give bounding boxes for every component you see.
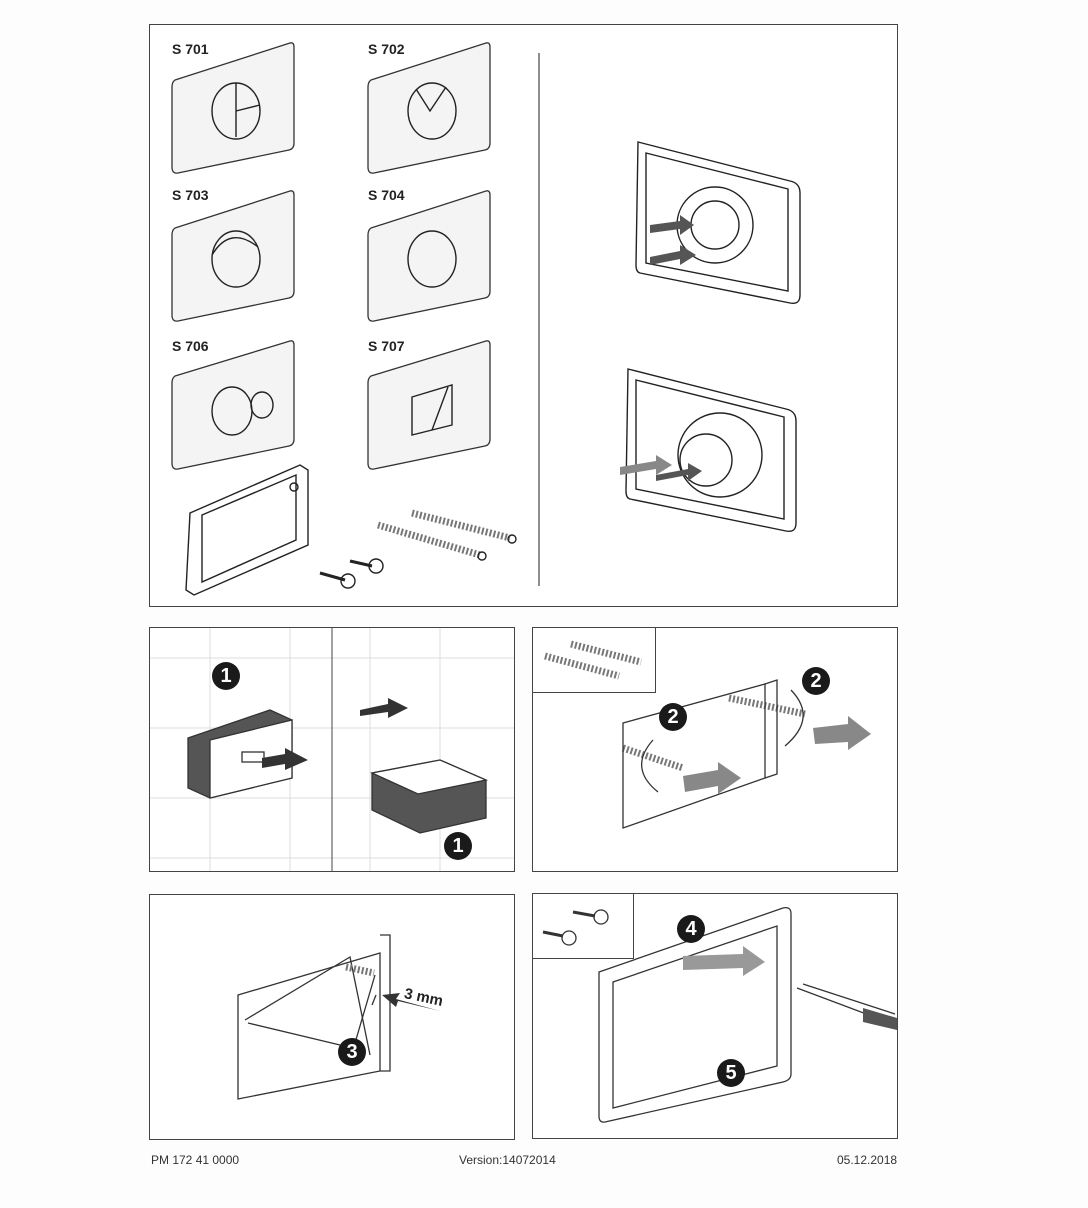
models-panel: S 701 S 702 S 703 S 704 S 706 S 707 bbox=[149, 24, 898, 607]
step2-panel: 2 2 bbox=[532, 627, 898, 872]
step4-5-illustration bbox=[542, 906, 897, 1123]
plates-illustration bbox=[171, 42, 801, 596]
step3-panel: 3 mm 3 bbox=[149, 894, 515, 1140]
step-badge-1: 1 bbox=[212, 662, 240, 690]
model-label-s702: S 702 bbox=[368, 41, 405, 57]
screws-inset bbox=[532, 893, 634, 959]
step3-illustration bbox=[237, 934, 440, 1100]
step-badge-2: 2 bbox=[659, 703, 687, 731]
model-label-s701: S 701 bbox=[172, 41, 209, 57]
document-version: Version:14072014 bbox=[459, 1153, 556, 1167]
model-label-s707: S 707 bbox=[368, 338, 405, 354]
step-badge-4: 4 bbox=[677, 915, 705, 943]
document-date: 05.12.2018 bbox=[837, 1153, 898, 1167]
step1-illustration bbox=[150, 628, 514, 871]
document-code: PM 172 41 0000 bbox=[151, 1153, 240, 1167]
step-badge-3: 3 bbox=[338, 1038, 366, 1066]
model-label-s706: S 706 bbox=[172, 338, 209, 354]
step1-panel: 1 1 bbox=[149, 627, 515, 872]
step-badge-1: 1 bbox=[444, 832, 472, 860]
step4-5-panel: 4 5 bbox=[532, 893, 898, 1139]
model-label-s704: S 704 bbox=[368, 187, 405, 203]
step2-illustration bbox=[544, 640, 871, 829]
step-badge-5: 5 bbox=[717, 1059, 745, 1087]
model-label-s703: S 703 bbox=[172, 187, 209, 203]
step-badge-2: 2 bbox=[802, 667, 830, 695]
